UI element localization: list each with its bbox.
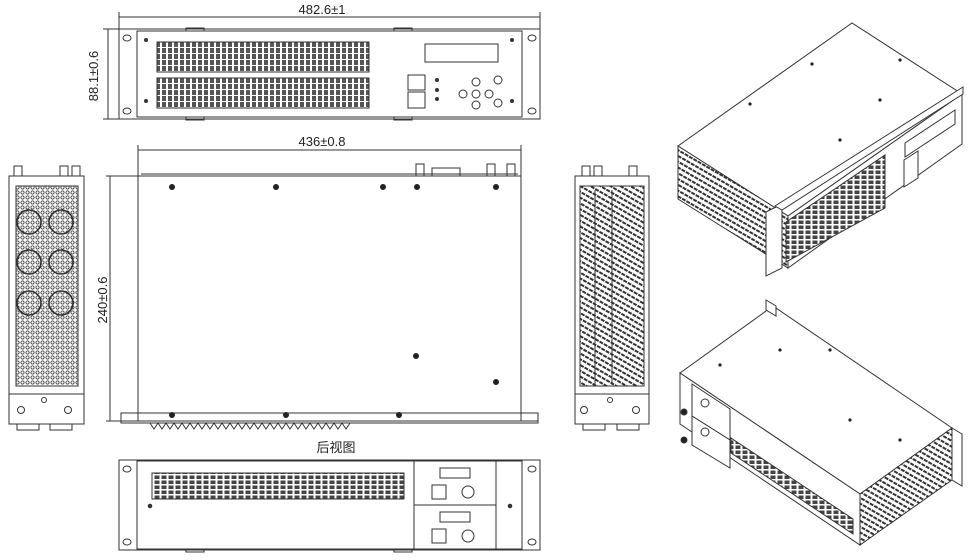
connector-array-bottom: [156, 77, 370, 109]
rear-panel: [118, 459, 541, 551]
rear-view: [118, 459, 541, 553]
front-view: [103, 12, 541, 121]
dimension-height-panel: 88.1±0.6: [86, 51, 101, 102]
rear-connector-array: [151, 472, 405, 500]
isometric-front-view: [677, 22, 964, 277]
top-panel: [137, 175, 522, 422]
rear-view-caption: 后视图: [316, 440, 355, 455]
left-side-view: [8, 165, 85, 431]
top-view: [106, 145, 539, 430]
dimension-width-body: 436±0.8: [299, 134, 346, 149]
lcd-display: [424, 43, 499, 63]
keypad: [458, 75, 503, 110]
iso-rear-vents: [730, 437, 854, 535]
dimension-width-overall: 482.6±1: [299, 2, 346, 17]
power-module-bottom: [413, 504, 497, 550]
dimension-depth-body: 240±0.6: [95, 277, 110, 324]
right-side-view: [574, 165, 650, 431]
isometric-rear-view: [679, 299, 963, 546]
connector-array-top: [156, 41, 370, 73]
front-panel: [118, 28, 541, 120]
iso-connector-array: [785, 154, 886, 263]
